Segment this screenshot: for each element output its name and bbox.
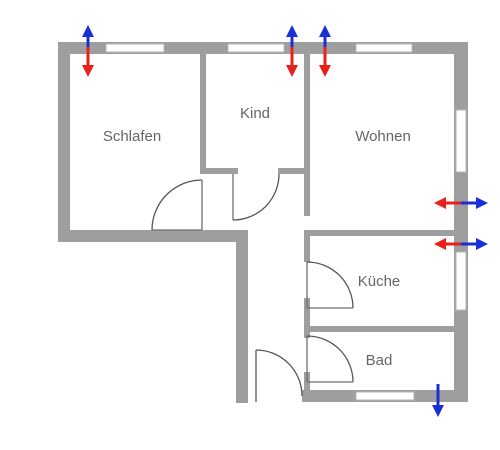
wall-left	[58, 42, 70, 242]
wall-schlafen-kind	[200, 54, 206, 174]
room-label-kind: Kind	[240, 105, 270, 122]
airflow-markers	[82, 25, 488, 417]
window-kueche-right	[455, 251, 467, 311]
room-label-kueche: Küche	[358, 273, 401, 290]
window-schlafen	[105, 43, 165, 53]
room-labels: Schlafen Kind Wohnen Küche Bad	[103, 105, 411, 369]
window-wohnen-top	[355, 43, 413, 53]
door-bad	[306, 335, 354, 383]
wall-right	[454, 42, 468, 402]
outer-walls	[58, 42, 468, 403]
wall-bedroom-bottom	[58, 230, 248, 242]
wall-kind-bottom	[200, 168, 238, 174]
door-entrance	[255, 349, 303, 402]
window-kind	[227, 43, 285, 53]
wall-wohnen-kueche	[304, 230, 454, 236]
door-schlafen	[151, 179, 203, 231]
wall-corridor-left	[236, 230, 248, 403]
wall-kueche-left	[304, 230, 310, 262]
room-label-wohnen: Wohnen	[355, 128, 411, 145]
door-kueche	[306, 261, 354, 309]
wall-kueche-left-lower	[304, 298, 310, 338]
wall-kueche-bad	[304, 326, 454, 332]
wall-kind-wohnen	[304, 54, 310, 216]
room-label-bad: Bad	[366, 352, 393, 369]
doors	[151, 173, 354, 402]
wall-kind-bottom-right	[278, 168, 310, 174]
room-label-schlafen: Schlafen	[103, 128, 161, 145]
door-kind	[232, 173, 280, 221]
windows	[105, 43, 467, 401]
window-bad-bottom	[355, 391, 415, 401]
window-wohnen-right	[455, 109, 467, 173]
